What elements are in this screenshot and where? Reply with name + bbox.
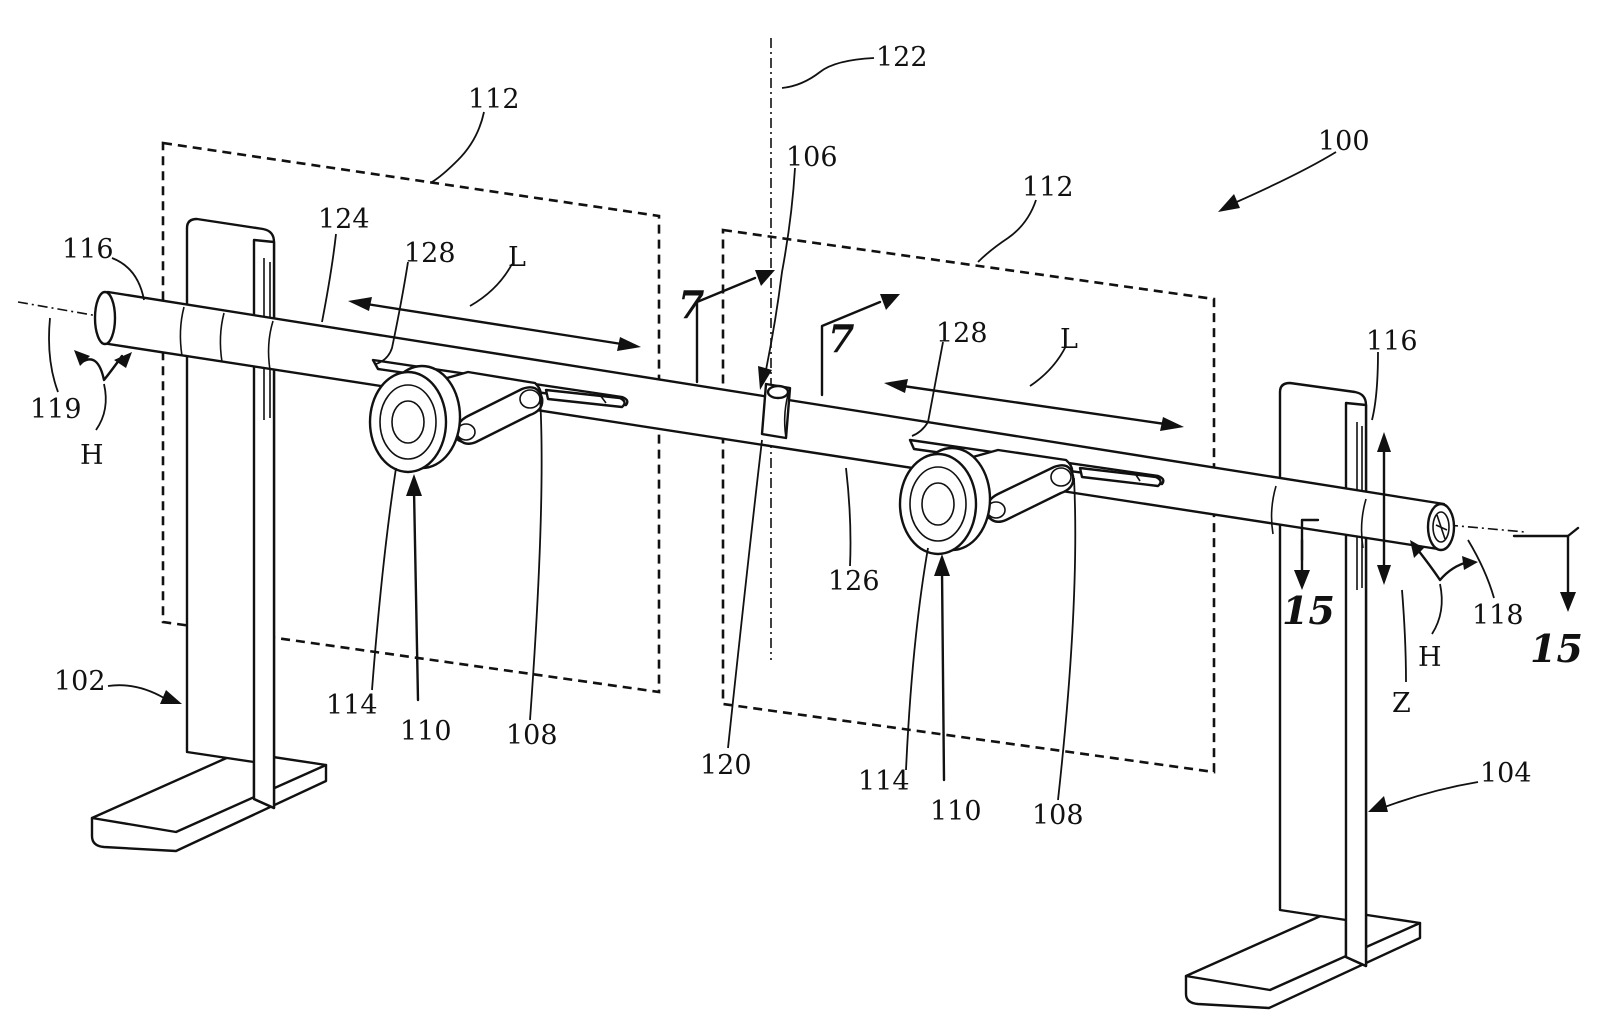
label-108-left: 108 (506, 720, 558, 751)
label-section-7-right: 7 (828, 316, 854, 361)
leader-lines (48, 57, 1495, 812)
label-106: 106 (786, 142, 838, 173)
label-114-right: 114 (858, 766, 910, 797)
label-126: 126 (828, 566, 880, 597)
label-114-left: 114 (326, 690, 378, 721)
rotation-arrow-H-left (74, 350, 132, 431)
mount-assembly-left (368, 358, 629, 474)
section-line-7 (695, 270, 900, 397)
section-line-15 (1294, 518, 1580, 612)
label-112-right: 112 (1022, 172, 1074, 203)
label-section-15-left: 15 (1282, 588, 1335, 633)
label-Z: Z (1392, 688, 1411, 719)
display-outline-left (161, 141, 661, 694)
label-section-7-left: 7 (678, 282, 704, 327)
label-120: 120 (700, 750, 752, 781)
direction-arrow-L-right (884, 379, 1184, 431)
rotation-axis-118 (1447, 524, 1526, 533)
label-112-left: 112 (468, 84, 520, 115)
label-124: 124 (318, 204, 370, 235)
crossbar (93, 290, 1456, 552)
rotation-axis-119 (17, 301, 99, 317)
mount-assembly-right (898, 438, 1165, 556)
label-122: 122 (876, 42, 928, 73)
stand-102 (90, 217, 328, 853)
label-119: 119 (30, 394, 82, 425)
display-outline-right (721, 228, 1216, 774)
label-L-left: L (508, 242, 526, 273)
direction-arrow-L-left (348, 297, 641, 351)
label-110-right: 110 (930, 796, 982, 827)
label-100: 100 (1318, 126, 1370, 157)
label-L-right: L (1060, 324, 1078, 355)
label-116-right: 116 (1366, 326, 1418, 357)
label-104: 104 (1480, 758, 1532, 789)
pointer-arrows-110 (406, 474, 950, 782)
label-110-left: 110 (400, 716, 452, 747)
label-108-right: 108 (1032, 800, 1084, 831)
label-128-left: 128 (404, 238, 456, 269)
label-102: 102 (54, 666, 106, 697)
label-section-15-right: 15 (1530, 626, 1583, 671)
label-116-left: 116 (62, 234, 114, 265)
label-118: 118 (1472, 600, 1524, 631)
label-128-right: 128 (936, 318, 988, 349)
label-H-right: H (1418, 642, 1442, 673)
label-H-left: H (80, 440, 104, 471)
direction-arrow-Z (1377, 432, 1391, 585)
rotation-arrow-H-right (1410, 540, 1478, 635)
